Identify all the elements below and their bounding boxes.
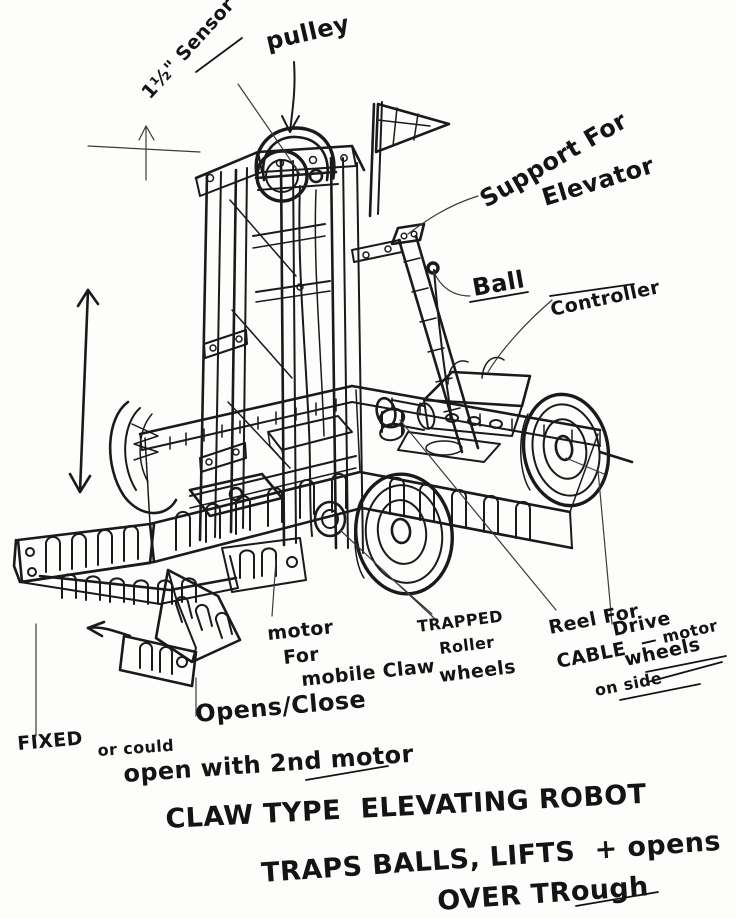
annotation-support-elevator: Support For Elevator [475, 106, 657, 213]
chassis-frame [16, 384, 602, 584]
front-drive-wheel [354, 472, 454, 596]
title-line-1: CLAW TYPE ELEVATING ROBOT [165, 779, 648, 835]
annotation-sensor: 1½" Sensor [137, 0, 243, 103]
right-drive-wheel [520, 392, 634, 508]
annotation-controller: Controller [548, 276, 662, 321]
leader-lines [35, 61, 613, 737]
annotation-ball: Ball [469, 265, 529, 303]
annotation-fixed: FIXED [17, 727, 84, 755]
title-line-2: TRAPS BALLS, LIFTS + opens [260, 826, 721, 889]
annotation-motor: motor [266, 616, 335, 645]
rear-left-wheel [108, 400, 178, 515]
annotation-cable: CABLE [555, 638, 628, 673]
claw-arm-movable [118, 568, 242, 688]
annotation-controller-text: Controller [548, 276, 662, 321]
title-block: CLAW TYPE ELEVATING ROBOT TRAPS BALLS, L… [165, 779, 722, 917]
annotation-pulley: pulley [263, 9, 352, 55]
claw-jaw-detail [221, 537, 307, 593]
annotation-motor-claw: motor For mobile Claw [266, 616, 436, 691]
annotation-on-side: on side [593, 668, 663, 700]
trapped-roller-wheel [313, 500, 347, 538]
claw-arm-fixed [12, 522, 239, 605]
annotation-opens-close: Opens/Close [194, 685, 367, 728]
controller-box [397, 356, 532, 463]
pulley-head [254, 126, 339, 203]
drive-motors [375, 396, 436, 431]
elevator-tower [194, 144, 366, 554]
annotation-for: For [282, 643, 320, 669]
annotation-mobile-claw: mobile Claw [300, 655, 436, 691]
annotation-roller: Roller [438, 632, 495, 658]
pennant-flag [368, 101, 451, 218]
elevator-travel-arrow [68, 288, 100, 494]
annotation-roller-wheels: wheels [438, 656, 517, 687]
elevator-support-strut [351, 222, 480, 454]
claw-open-arrow [86, 620, 132, 638]
annotation-second-motor: or could open with 2nd motor [97, 736, 415, 788]
title-line-3: OVER TRough [436, 871, 649, 917]
